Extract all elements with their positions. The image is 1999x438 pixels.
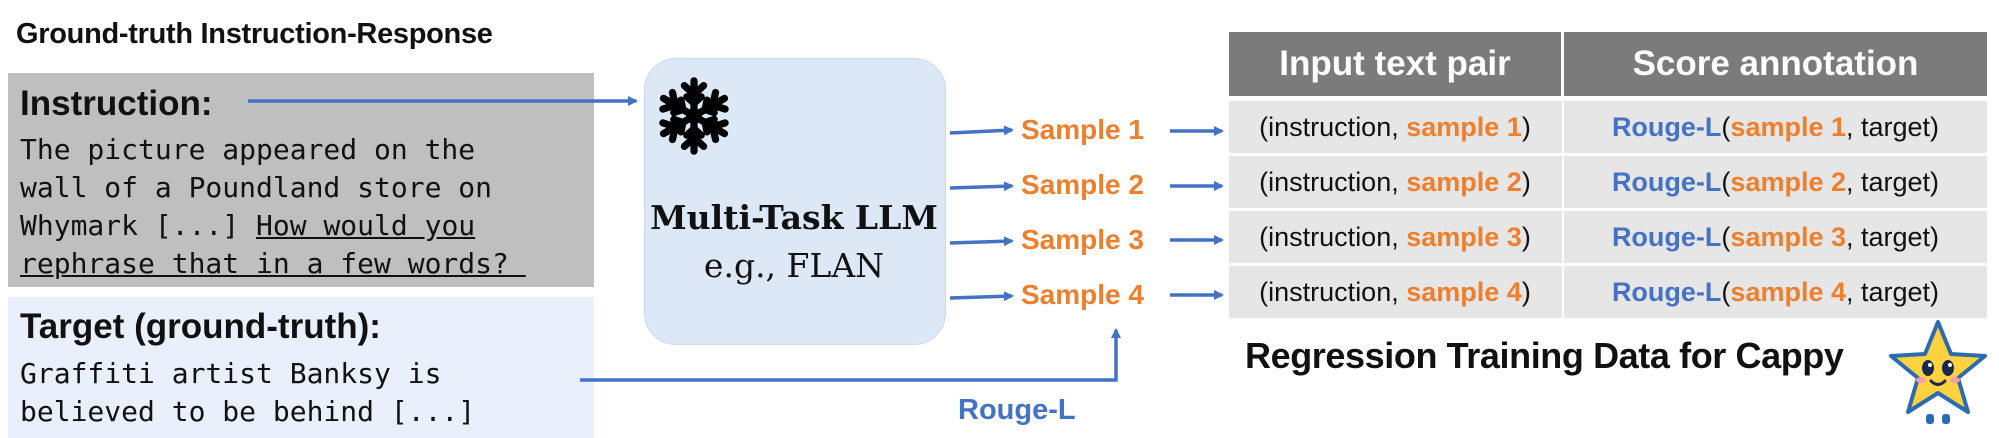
snowflake-icon bbox=[654, 77, 734, 160]
instruction-line: wall of a Poundland store on bbox=[20, 171, 493, 204]
score-cell: Rouge-L(sample 3, target) bbox=[1611, 222, 1940, 252]
caption: Regression Training Data for Cappy bbox=[1245, 335, 1844, 376]
score-cell: Rouge-L(sample 1, target) bbox=[1611, 112, 1940, 142]
instruction-label: Instruction: bbox=[20, 84, 213, 123]
sample-label: Sample 4 bbox=[1021, 279, 1144, 310]
target-panel bbox=[8, 297, 594, 438]
score-cell: Rouge-L(sample 2, target) bbox=[1611, 167, 1940, 197]
instruction-panel bbox=[8, 73, 594, 287]
target-line: Graffiti artist Banksy is bbox=[20, 357, 442, 390]
input-pair-cell: (instruction, sample 3) bbox=[1259, 222, 1531, 252]
instruction-question: How would you bbox=[256, 209, 476, 242]
llm-to-sample-arrow bbox=[949, 236, 1014, 247]
table-header-input: Input text pair bbox=[1229, 32, 1561, 96]
table-header-score: Score annotation bbox=[1564, 32, 1987, 96]
target-line: believed to be behind [...] bbox=[20, 395, 476, 428]
llm-to-sample-arrow bbox=[949, 125, 1014, 136]
sample-label: Sample 3 bbox=[1021, 224, 1144, 255]
llm-title: Multi-Task LLM bbox=[650, 198, 938, 237]
table-row bbox=[1229, 101, 1987, 153]
input-pair-cell: (instruction, sample 4) bbox=[1259, 277, 1531, 307]
score-cell: Rouge-L(sample 4, target) bbox=[1611, 277, 1940, 307]
rouge-target-arrow bbox=[580, 328, 1121, 382]
table-divider bbox=[1562, 32, 1564, 318]
sample-label: Sample 1 bbox=[1021, 114, 1144, 145]
target-label: Target (ground-truth): bbox=[20, 307, 381, 346]
llm-subtitle: e.g., FLAN bbox=[703, 246, 885, 285]
target-text: Graffiti artist Banksy is believed to be… bbox=[20, 355, 475, 431]
star-mascot-icon bbox=[1889, 320, 1987, 424]
section-title: Ground-truth Instruction-Response bbox=[16, 18, 493, 50]
llm-to-sample-arrow bbox=[949, 181, 1014, 192]
table-row bbox=[1229, 211, 1987, 263]
sample-label: Sample 2 bbox=[1021, 169, 1144, 200]
rouge-l-label: Rouge-L bbox=[958, 394, 1076, 426]
table-row bbox=[1229, 266, 1987, 318]
llm-to-sample-arrow bbox=[949, 291, 1014, 302]
instruction-line: Whymark [...] bbox=[20, 209, 257, 242]
instruction-question: rephrase that in a few words? bbox=[20, 247, 526, 280]
table-row bbox=[1229, 156, 1987, 208]
instruction-line: The picture appeared on the bbox=[20, 133, 476, 166]
input-pair-cell: (instruction, sample 2) bbox=[1259, 167, 1531, 197]
input-pair-cell: (instruction, sample 1) bbox=[1259, 112, 1531, 142]
instruction-text: The picture appeared on the wall of a Po… bbox=[20, 131, 526, 283]
